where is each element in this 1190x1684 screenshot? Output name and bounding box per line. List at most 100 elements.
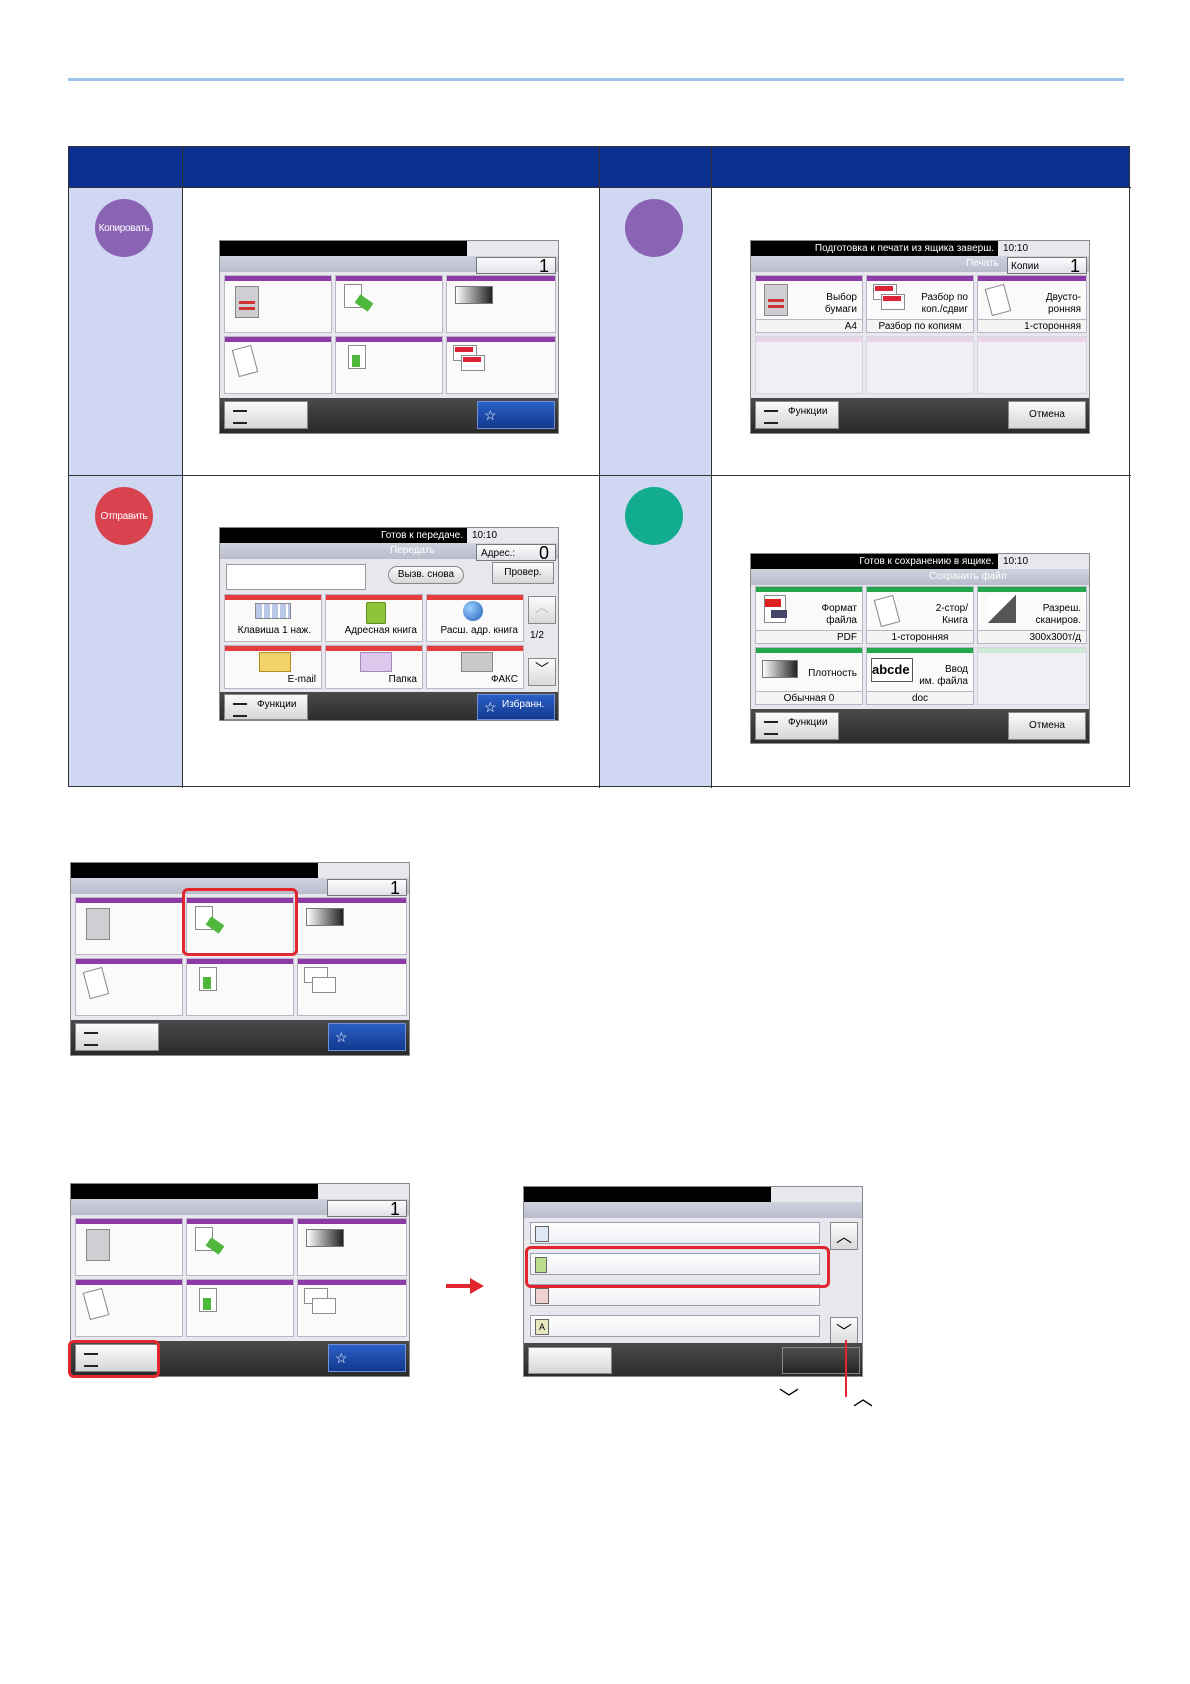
- scan-resolution-tile[interactable]: Разреш.сканиров.300x300т/д: [977, 586, 1087, 644]
- collate-tile[interactable]: [335, 275, 443, 333]
- function-row-2[interactable]: [530, 1253, 820, 1275]
- duplex-tile[interactable]: [75, 1279, 183, 1337]
- status-bar: [524, 1187, 771, 1202]
- combine-tile[interactable]: [186, 1279, 294, 1337]
- address-book-tile[interactable]: Адресная книга: [325, 594, 423, 642]
- functions-button[interactable]: Функции: [755, 712, 839, 740]
- chevron-down-icon: ﹀: [835, 1324, 852, 1341]
- copies-count[interactable]: 1: [327, 1200, 407, 1218]
- density-icon: [762, 660, 798, 678]
- list-icon: [233, 410, 247, 424]
- close-button[interactable]: [782, 1347, 860, 1374]
- pdf-icon: [764, 595, 787, 623]
- clock: 10:10: [1003, 556, 1029, 567]
- function-row-3[interactable]: [530, 1284, 820, 1306]
- copy-screen-example: 1 ☆: [70, 862, 410, 1056]
- scroll-down-button[interactable]: ﹀: [830, 1317, 858, 1345]
- sort-tile[interactable]: [297, 1279, 407, 1337]
- document-box-key-2[interactable]: [625, 487, 683, 545]
- back-button[interactable]: [528, 1347, 612, 1374]
- cancel-button[interactable]: Отмена: [1008, 712, 1086, 740]
- favorites-button[interactable]: ☆: [328, 1344, 406, 1372]
- functions-button[interactable]: Функции: [755, 401, 839, 429]
- printer-icon: [235, 286, 259, 318]
- density-tile[interactable]: [297, 1218, 407, 1276]
- star-icon: ☆: [335, 1350, 348, 1366]
- scroll-up-button[interactable]: ︿: [528, 596, 556, 624]
- density-tile[interactable]: [297, 897, 407, 955]
- favorites-button[interactable]: ☆: [477, 401, 555, 429]
- favorites-button[interactable]: ☆: [328, 1023, 406, 1051]
- copies-count[interactable]: 1: [327, 879, 407, 897]
- favorites-button[interactable]: ☆Избранн.: [477, 694, 555, 720]
- send-key[interactable]: Отправить: [95, 487, 153, 545]
- paper-select-tile[interactable]: [75, 897, 183, 955]
- status-bar: Готов к сохранению в ящике.: [751, 554, 998, 569]
- status-bar: Готов к передаче.: [220, 528, 467, 543]
- copies-count[interactable]: 1: [476, 257, 556, 275]
- functions-button[interactable]: Функции: [224, 694, 308, 720]
- one-touch-icon: [255, 603, 291, 619]
- printer-icon: [86, 1229, 110, 1261]
- function-row-4[interactable]: A: [530, 1315, 820, 1337]
- recall-button[interactable]: Вызв. снова: [388, 566, 464, 584]
- paper-select-tile[interactable]: [224, 275, 332, 333]
- copy-key[interactable]: Копировать: [95, 199, 153, 257]
- destination-input[interactable]: [226, 564, 366, 590]
- one-touch-key-tile[interactable]: Клавиша 1 наж.: [224, 594, 322, 642]
- document-box-key[interactable]: [625, 199, 683, 257]
- cancel-button[interactable]: Отмена: [1008, 401, 1086, 429]
- text-image-icon: A: [535, 1319, 549, 1335]
- functions-button[interactable]: [224, 401, 308, 429]
- density-icon: [306, 908, 344, 926]
- duplex-tile[interactable]: [224, 336, 332, 394]
- sort-tile[interactable]: [297, 958, 407, 1016]
- ext-address-book-tile[interactable]: Расш. адр. книга: [426, 594, 524, 642]
- paper-select-tile[interactable]: [75, 1218, 183, 1276]
- duplex-icon: [82, 966, 110, 1000]
- status-bar: [71, 863, 318, 878]
- scroll-down-button[interactable]: ﹀: [528, 658, 556, 686]
- printer-icon: [86, 908, 110, 940]
- combine-tile[interactable]: [186, 958, 294, 1016]
- sort-tile[interactable]: [446, 336, 556, 394]
- address-book-icon: [366, 602, 386, 624]
- functions-button[interactable]: [75, 1023, 159, 1051]
- combine-tile[interactable]: [335, 336, 443, 394]
- printer-icon: [764, 284, 788, 316]
- clock: 10:10: [1003, 243, 1029, 254]
- envelope-icon: [259, 652, 291, 672]
- function-row-1[interactable]: [530, 1222, 820, 1244]
- original-size-icon: [535, 1226, 549, 1242]
- highlight-functions: [68, 1340, 160, 1378]
- scroll-up-button[interactable]: ︿: [830, 1222, 858, 1250]
- chevron-up-icon: ︿: [853, 1388, 873, 1410]
- orientation-icon: [535, 1288, 549, 1304]
- email-tile[interactable]: E-mail: [224, 645, 322, 689]
- save-file-screen: Готов к сохранению в ящике. 10:10 Сохран…: [750, 553, 1090, 744]
- clock: 10:10: [472, 530, 498, 541]
- check-button[interactable]: Провер.: [492, 562, 554, 584]
- collate-tile[interactable]: [186, 1218, 294, 1276]
- duplex-tile[interactable]: [75, 958, 183, 1016]
- box-print-screen: Подготовка к печати из ящика заверш. 10:…: [750, 240, 1090, 434]
- highlight-function-row: [525, 1246, 830, 1288]
- overview-table: Копировать Отправить: [68, 146, 1131, 788]
- duplex-icon: [231, 344, 259, 378]
- list-icon: [233, 703, 247, 717]
- star-icon: ☆: [484, 407, 497, 423]
- density-icon: [306, 1229, 344, 1247]
- fax-tile[interactable]: ФАКС: [426, 645, 524, 689]
- key-column-right: [599, 187, 711, 786]
- chevron-down-icon: ﹀: [535, 661, 549, 677]
- density-tile[interactable]: [446, 275, 556, 333]
- folder-tile[interactable]: Папка: [325, 645, 423, 689]
